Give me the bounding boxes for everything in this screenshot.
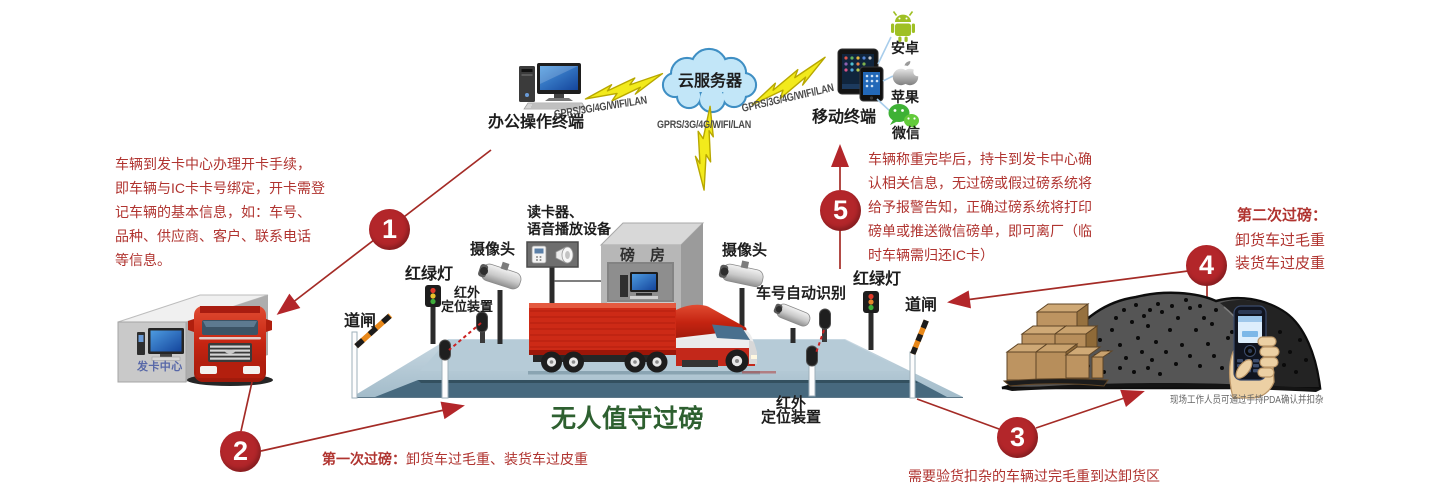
second-weigh-head: 第二次过磅：: [1237, 207, 1328, 224]
camera-left: [478, 261, 522, 290]
step-circle-2: 2: [220, 431, 261, 472]
truck-front-view: [187, 306, 273, 386]
traffic-light-right-label: 红绿灯: [853, 271, 902, 288]
android-icon: [891, 11, 915, 42]
traffic-light-left: [425, 285, 441, 307]
lightning-bolts: [584, 56, 826, 191]
traffic-light-left-label: 红绿灯: [405, 266, 454, 283]
mobile-devices: [837, 48, 884, 102]
barrier-gate-right: [909, 319, 929, 399]
hand-with-pda: [1228, 305, 1280, 399]
apple-label: 苹果: [891, 89, 919, 105]
step-circle-3: 3: [997, 417, 1038, 458]
cargo-boxes: [1002, 303, 1114, 387]
camera-left-label: 摄像头: [470, 241, 516, 258]
barrier-right-label: 道闸: [905, 297, 938, 314]
step-connectors: [240, 144, 1208, 452]
camera-right-label: 摄像头: [722, 242, 768, 259]
traffic-light-right: [863, 291, 879, 313]
apple-icon: [892, 61, 922, 86]
first-weigh-note: 第一次过磅：卸货车过毛重、装货车过皮重: [322, 447, 588, 471]
cloud-server: [661, 47, 758, 114]
reader-label-line1: 读卡器、: [527, 204, 583, 220]
anpr-camera: [773, 303, 811, 327]
cloud-label: 云服务器: [678, 73, 743, 90]
office-terminal-label: 办公操作终端: [488, 114, 585, 131]
card-center-building: [117, 294, 269, 383]
anpr-label: 车号自动识别: [756, 285, 847, 302]
truck-wheels: [541, 349, 749, 373]
step-circle-5: 5: [820, 190, 861, 231]
camera-right: [718, 260, 764, 288]
ir-right-label: 红外定位装置: [760, 395, 821, 426]
first-weigh-head: 第一次过磅：: [322, 451, 406, 467]
step3-note: 需要验货扣杂的车辆过完毛重到达卸货区: [908, 468, 1160, 484]
infrared-sensors: [439, 308, 831, 399]
barrier-left-label: 道闸: [344, 313, 377, 330]
truck-on-scale: [529, 303, 757, 373]
link-label-middle: GPRS/3G/4G/WIFI/LAN: [657, 119, 752, 131]
office-computer: [519, 63, 587, 110]
step-circle-1: 1: [369, 209, 410, 250]
first-weigh-rest: 卸货车过毛重、装货车过皮重: [406, 451, 588, 467]
second-weigh-line1: 卸货车过毛重: [1235, 232, 1326, 249]
barrier-gate-left: [351, 313, 393, 399]
reader-label-line2: 语音播放设备: [527, 221, 611, 237]
pda-note: 现场工作人员可通过手持PDA确认并扣杂: [1170, 395, 1324, 406]
wechat-icon: [888, 104, 919, 130]
weigh-house-label: 磅 房: [620, 247, 666, 264]
main-title: 无人值守过磅: [551, 406, 705, 433]
ir-left-label: 红外定位装置: [440, 285, 493, 314]
mobile-terminal-label: 移动终端: [812, 109, 877, 126]
wechat-label: 微信: [892, 125, 920, 141]
android-label: 安卓: [891, 40, 919, 56]
card-center-label: 发卡中心: [137, 361, 183, 373]
second-weigh-line2: 装货车过皮重: [1235, 255, 1326, 272]
card-reader-sign: [526, 241, 579, 268]
step-circle-4: 4: [1186, 245, 1227, 286]
